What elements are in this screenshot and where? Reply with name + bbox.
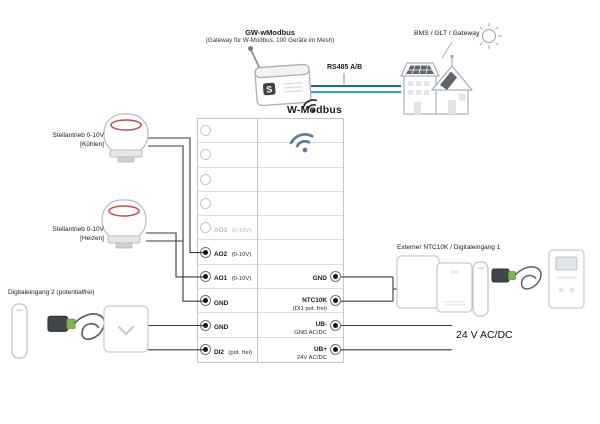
terminal-row-empty — [258, 240, 343, 265]
rs485-label: RS485 A/B — [327, 64, 363, 71]
actuator-cooling-label: Stellantrieb 0-10V [Kühlen] — [28, 131, 104, 149]
right-panel-1 — [396, 255, 440, 309]
terminal-column-left: AO3 (0-10V) AO2 (0-10V) AO1 (0-10V) GND … — [197, 118, 258, 363]
building-illustration — [400, 41, 474, 115]
actuator-cooling-title: Stellantrieb 0-10V — [52, 132, 104, 139]
terminal-row-empty — [258, 143, 343, 168]
rs485-lines — [311, 73, 401, 93]
terminal-label: AO1 — [214, 275, 228, 283]
power-lines — [341, 324, 452, 351]
digital-input-2-label: Digitaleingang 2 (potentialfrei) — [8, 289, 95, 296]
terminal-row-empty — [258, 168, 343, 192]
bms-label: BMS / GLT / Gateway — [414, 30, 480, 37]
actuator-cooling-illustration — [103, 113, 149, 163]
actuator-heating-subtitle: [Heizen] — [80, 235, 104, 243]
wire-lines-right — [341, 276, 399, 302]
terminal-contact — [200, 222, 211, 234]
terminal-column-right: GND NTC10K (DI1 pot. frei) UB-GND AC/DC U… — [258, 118, 344, 363]
gateway-title: GW-wModbus — [245, 28, 295, 37]
terminal-row-empty — [198, 119, 257, 144]
terminal-contact — [200, 270, 211, 282]
terminal-ntc10k: NTC10K (DI1 pot. frei) — [258, 289, 343, 314]
terminal-ub-minus: UB-GND AC/DC — [258, 313, 343, 338]
terminal-contact — [200, 198, 211, 210]
terminal-label: GND — [214, 299, 229, 307]
window-contact-illustration-right — [472, 261, 489, 317]
right-panel-2 — [436, 262, 473, 313]
cable-sensor-illustration-left — [47, 313, 106, 341]
brand-logo — [263, 82, 276, 96]
terminal-row-empty — [258, 216, 343, 241]
terminal-sublabel: (pot. frei) — [228, 349, 252, 356]
brand-logo-letter: S — [266, 84, 273, 94]
actuator-heating-illustration — [101, 199, 147, 249]
terminal-sublabel: GND AC/DC — [294, 330, 327, 337]
antenna-icon — [250, 49, 261, 70]
terminal-contact — [200, 246, 211, 258]
terminal-contact — [330, 344, 341, 356]
terminal-label: NTC10K — [302, 296, 327, 304]
thermostat-illustration — [548, 249, 585, 309]
terminal-gnd-2: GND — [198, 313, 257, 338]
terminal-contact — [330, 319, 341, 331]
terminal-contact — [200, 125, 211, 137]
terminal-ao1: AO1 (0-10V) — [198, 265, 257, 290]
terminal-label: UB+ — [314, 346, 327, 353]
actuator-heating-title: Stellantrieb 0-10V — [52, 226, 104, 233]
terminal-label: DI2 — [214, 348, 224, 356]
cable-sensor-illustration-right — [491, 266, 542, 290]
terminal-contact — [200, 344, 211, 356]
terminal-ao2: AO2 (0-10V) — [198, 240, 257, 265]
panel-chevron-illustration — [103, 305, 149, 353]
terminal-gnd-right: GND — [258, 265, 343, 290]
terminal-contact — [330, 270, 341, 282]
wire-lines-left — [146, 137, 203, 351]
terminal-label: AO2 — [214, 250, 228, 258]
terminal-contact — [200, 295, 211, 307]
external-ntc10k-label: Externer NTC10K / Digitaleingang 1 — [397, 244, 501, 251]
terminal-sublabel: (0-10V) — [231, 251, 252, 258]
terminal-label: GND — [214, 323, 229, 331]
terminal-row-empty — [198, 143, 257, 168]
terminal-sublabel: 24V AC/DC — [296, 355, 327, 362]
terminal-ao3: AO3 (0-10V) — [198, 216, 257, 241]
actuator-cooling-subtitle: [Kühlen] — [80, 141, 104, 149]
terminal-block: AO3 (0-10V) AO2 (0-10V) AO1 (0-10V) GND … — [197, 118, 344, 363]
terminal-ub-plus: UB+ 24V AC/DC — [258, 338, 343, 362]
terminal-row-empty — [258, 192, 343, 217]
terminal-row-empty — [198, 168, 257, 192]
terminal-label: GND — [312, 275, 327, 283]
terminal-sublabel: (DI1 pot. frei) — [292, 306, 327, 313]
gateway-subtitle: (Gateway für W-Modbus, 100 Geräte im Mes… — [205, 37, 335, 44]
terminal-label: AO3 — [214, 226, 228, 234]
terminal-sublabel: (0-10V) — [231, 227, 252, 234]
terminal-contact — [200, 319, 211, 331]
terminal-di2: DI2 (pot. frei) — [198, 338, 257, 362]
terminal-row-empty — [198, 192, 257, 217]
power-supply-label: 24 V AC/DC — [456, 329, 513, 341]
terminal-gnd-1: GND — [198, 289, 257, 314]
terminal-label: UB- — [315, 321, 327, 329]
sun-icon — [476, 23, 502, 49]
actuator-heating-label: Stellantrieb 0-10V [Heizen] — [28, 225, 104, 243]
terminal-contact — [200, 173, 211, 185]
terminal-contact — [330, 295, 341, 307]
wmodbus-label: W-Modbus — [287, 104, 343, 116]
terminal-sublabel: (0-10V) — [231, 276, 252, 283]
terminal-contact — [200, 149, 211, 161]
terminal-row-empty — [258, 119, 343, 144]
window-contact-illustration-left — [11, 303, 28, 359]
